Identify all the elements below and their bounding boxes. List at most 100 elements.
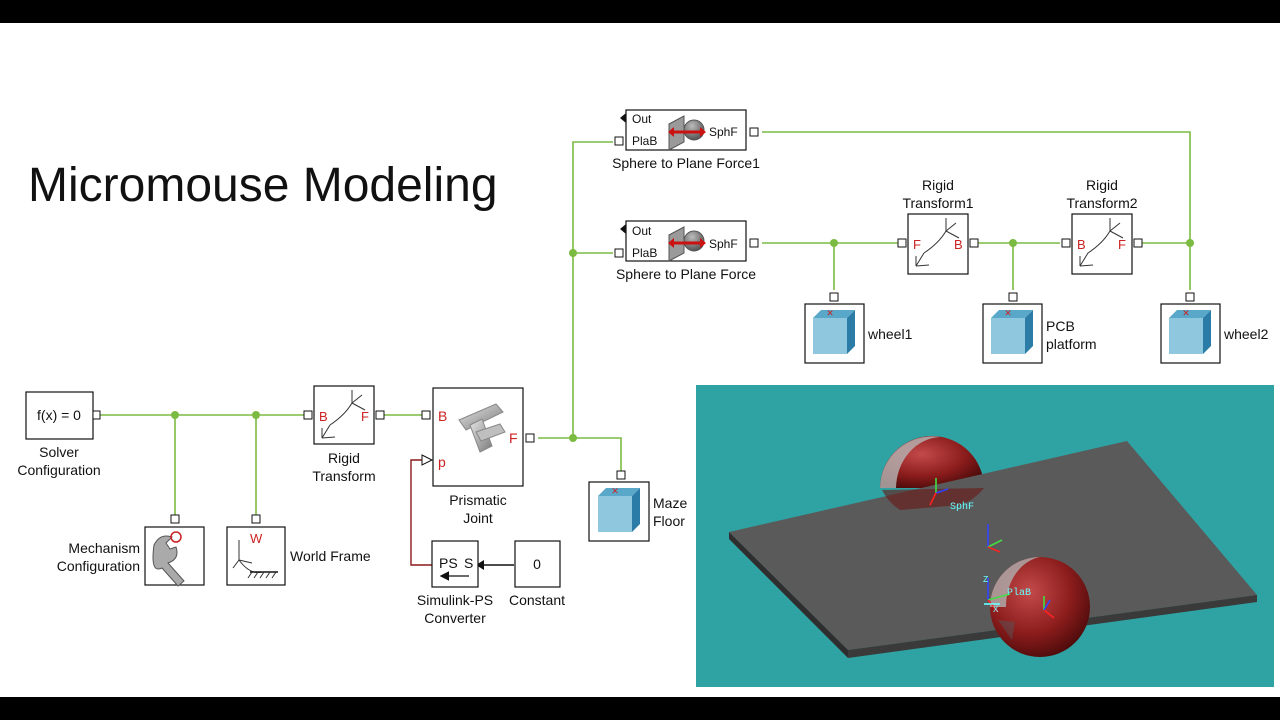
frame-transform-icon: [321, 390, 366, 439]
rigid-transform-label: Rigid Transform: [294, 449, 394, 485]
port-sphf[interactable]: [749, 127, 759, 137]
sphere-to-plane-force-block[interactable]: Out PlaB SphF: [614, 220, 759, 262]
maze-floor-block[interactable]: ✕: [588, 470, 650, 542]
viewport-label-plab: PlaB: [1007, 587, 1031, 599]
frame-transform-icon: [1079, 218, 1124, 267]
label-line-2: Configuration: [56, 558, 140, 574]
label-plab: PlaB: [632, 134, 657, 148]
svg-text:✕: ✕: [826, 308, 834, 318]
svg-text:✕: ✕: [1182, 308, 1190, 318]
port-plab[interactable]: [614, 136, 624, 146]
wire-junctions: [171, 239, 1194, 442]
label-line-2: Joint: [463, 510, 493, 526]
svg-text:✕: ✕: [1004, 308, 1012, 318]
wire-trunk-up: [572, 141, 613, 438]
prismatic-joint-icon: [458, 403, 506, 453]
port[interactable]: [616, 470, 626, 480]
simulink-ps-converter-block[interactable]: PS S: [431, 540, 479, 588]
label-line-2: Floor: [653, 513, 685, 529]
label-line-1: Rigid: [1086, 177, 1118, 193]
label-out: Out: [632, 224, 652, 238]
rigid-transform-block[interactable]: B F: [303, 385, 385, 445]
label-line-1: Rigid: [328, 450, 360, 466]
label-line-1: Prismatic: [449, 492, 507, 508]
constant-block[interactable]: 0: [514, 540, 561, 588]
world-frame-label: World Frame: [290, 548, 371, 564]
port-b[interactable]: [421, 410, 431, 420]
port-b[interactable]: [1061, 238, 1071, 248]
label-b: B: [954, 237, 963, 252]
port[interactable]: [170, 514, 180, 524]
label-p: p: [438, 454, 446, 470]
label-b: B: [1077, 237, 1086, 252]
label-w: W: [250, 531, 263, 546]
label-line-1: Rigid: [922, 177, 954, 193]
port[interactable]: [1008, 292, 1018, 302]
port-b[interactable]: [303, 410, 313, 420]
mechanism-configuration-block[interactable]: [144, 514, 205, 587]
label-f: F: [509, 430, 518, 446]
simulink-ps-converter-label: Simulink-PS Converter: [405, 591, 505, 627]
wheel2-label: wheel2: [1224, 326, 1269, 342]
label-line-1: PCB: [1046, 318, 1075, 334]
solid-cube-icon: ✕: [1169, 308, 1211, 354]
constant-value: 0: [533, 556, 541, 572]
wheel1-label: wheel1: [868, 326, 913, 342]
svg-text:✕: ✕: [611, 486, 619, 496]
wheel1-block[interactable]: ✕: [804, 292, 865, 364]
label-line-1: Maze: [653, 495, 688, 511]
port-f[interactable]: [525, 433, 535, 443]
constant-arrow: [476, 560, 484, 570]
label-line-1: Simulink-PS: [416, 592, 494, 608]
port-f[interactable]: [375, 410, 385, 420]
label-line-1: Mechanism: [68, 540, 140, 556]
solver-configuration-block[interactable]: f(x) = 0: [25, 391, 101, 440]
page-title: Micromouse Modeling: [28, 159, 498, 212]
sphere-to-plane-force1-label: Sphere to Plane Force1: [612, 155, 760, 171]
mechanics-explorer-viewport[interactable]: SphF PlaB Z X: [696, 385, 1274, 687]
wire-sphere-force1-to-wheel2: [762, 131, 1191, 290]
label-out: Out: [632, 112, 652, 126]
label-plab: PlaB: [632, 246, 657, 260]
prismatic-joint-label: Prismatic Joint: [428, 491, 528, 527]
solid-cube-icon: ✕: [598, 486, 640, 532]
port[interactable]: [829, 292, 839, 302]
rigid-transform1-block[interactable]: F B: [897, 213, 979, 275]
back-wheel-sphere: [880, 436, 984, 488]
solver-configuration-label: Solver Configuration: [9, 443, 109, 479]
port[interactable]: [1185, 292, 1195, 302]
mechanism-configuration-label: Mechanism Configuration: [20, 539, 140, 575]
signal-line-converter-to-prismatic: [410, 459, 432, 566]
label-b: B: [438, 408, 447, 424]
wrench-icon: [152, 531, 185, 587]
viewport-label-x: X: [993, 605, 999, 615]
wheel2-block[interactable]: ✕: [1160, 292, 1221, 364]
rigid-transform2-block[interactable]: B F: [1061, 213, 1143, 275]
signal-arrow: [421, 454, 434, 466]
sphere-to-plane-force1-block[interactable]: Out PlaB SphF: [614, 109, 759, 151]
sphere-to-plane-force-label: Sphere to Plane Force: [615, 266, 757, 282]
label-line-2: Transform1: [902, 195, 974, 211]
label-line-2: Configuration: [17, 462, 101, 478]
port-plab[interactable]: [614, 248, 624, 258]
label-f: F: [1118, 237, 1126, 252]
port-b[interactable]: [969, 238, 979, 248]
port-f[interactable]: [1133, 238, 1143, 248]
pcb-platform-block[interactable]: ✕: [982, 292, 1043, 364]
solver-text: f(x) = 0: [37, 407, 81, 423]
conserving-port[interactable]: [92, 410, 101, 420]
prismatic-joint-block[interactable]: B F p: [421, 387, 535, 487]
port-f[interactable]: [897, 238, 907, 248]
pcb-platform-label: PCB platform: [1046, 317, 1097, 353]
viewport-label-sphf: SphF: [950, 501, 974, 513]
wire-to-maze-floor: [573, 437, 622, 471]
port-sphf[interactable]: [749, 238, 759, 248]
world-frame-block[interactable]: W: [226, 514, 286, 586]
label-sphf: SphF: [709, 125, 738, 139]
port[interactable]: [251, 514, 261, 524]
rigid-transform2-label: Rigid Transform2: [1052, 176, 1152, 212]
frame-axes: [929, 478, 1055, 619]
solid-cube-icon: ✕: [991, 308, 1033, 354]
label-line-2: Transform: [312, 468, 376, 484]
